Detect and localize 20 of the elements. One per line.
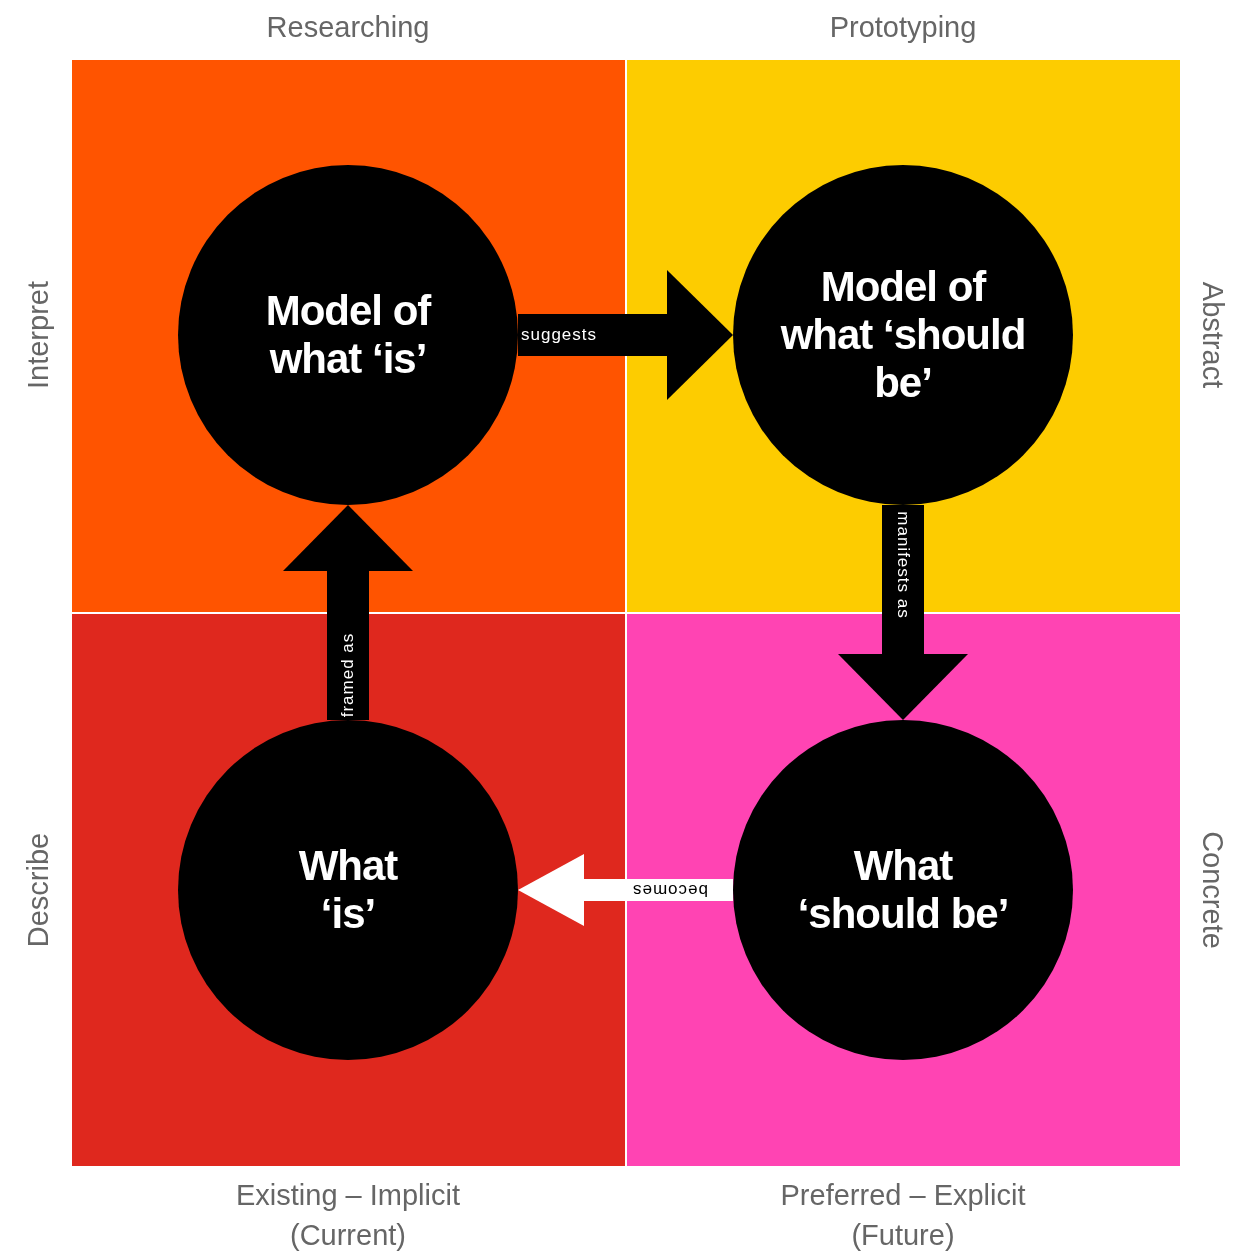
axis-label: Existing – Implicit (Current) [235,1178,461,1253]
axis-label: Preferred – Explicit (Future) [779,1178,1027,1253]
block-arrow [518,270,733,400]
axis-label: Abstract [1195,281,1229,389]
node-label: Model of what ‘is’ [264,287,433,383]
block-arrow [838,505,968,720]
edge-label: becomes [632,880,708,900]
axis-label: Concrete [1195,831,1229,949]
node-label: What ‘should be’ [796,842,1010,938]
edge-label: framed as [338,632,358,718]
edge-label: manifests as [893,511,913,619]
edge-label: suggests [521,325,597,345]
node-label: Model of what ‘should be’ [779,263,1027,407]
axis-label: Prototyping [829,10,977,44]
node-label: What ‘is’ [297,842,399,938]
axis-label: Researching [266,10,430,44]
axis-label: Describe [21,832,55,948]
block-arrow [518,854,733,926]
block-arrow [283,505,413,720]
axis-label: Interpret [21,281,55,389]
